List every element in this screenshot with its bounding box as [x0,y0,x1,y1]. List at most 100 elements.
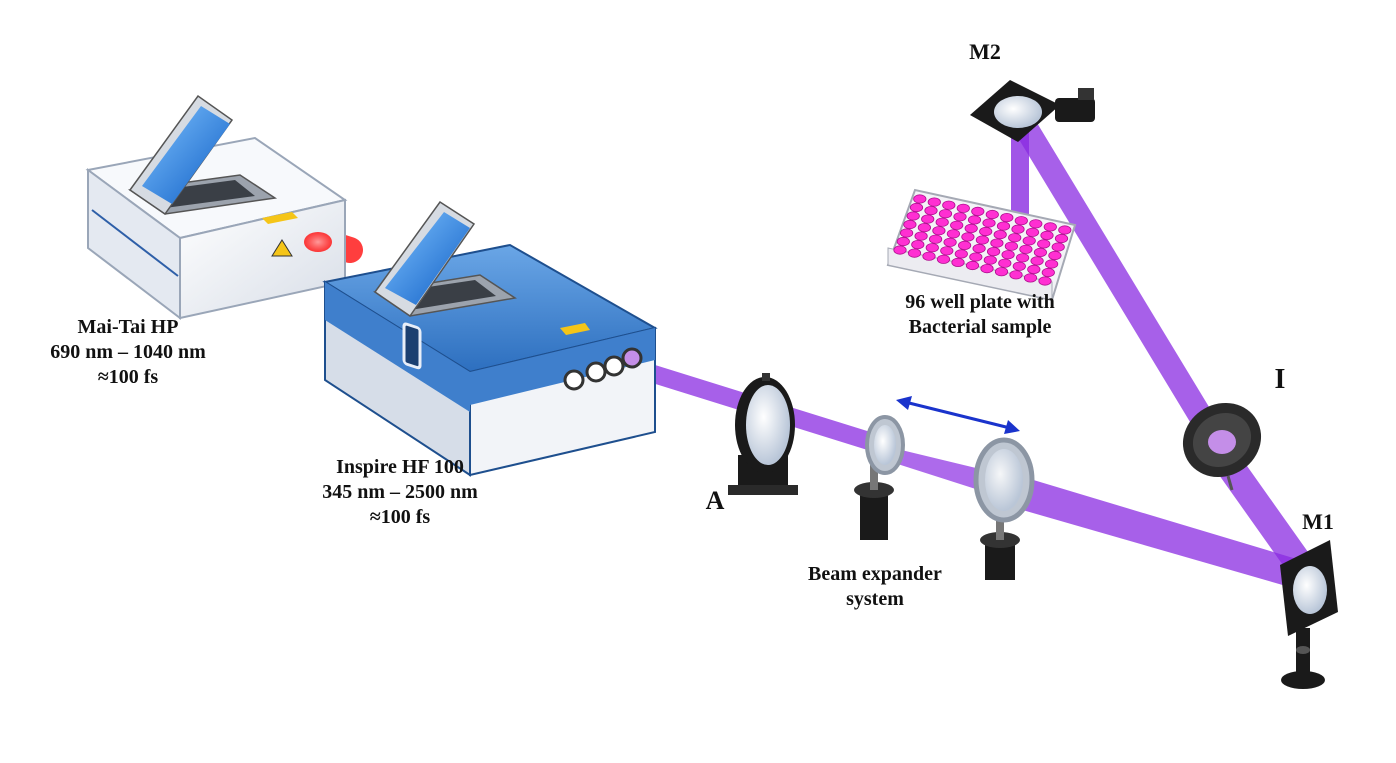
well [942,200,956,210]
inspire-name: Inspire HF 100 [336,456,464,478]
well [928,234,943,244]
well [971,206,985,216]
mai-tai-range: 690 nm – 1040 nm [50,341,206,363]
well [917,223,932,233]
well [1037,239,1051,249]
beam-expander-line2: system [846,588,904,610]
well [924,206,938,216]
aperture-mount [728,373,798,495]
red-aperture [304,232,332,252]
well [1008,233,1022,243]
well [979,226,993,237]
well [1033,247,1048,257]
inspire-range: 345 nm – 2500 nm [322,481,478,503]
mai-tai-pulse: ≈100 fs [97,366,159,388]
well [1048,250,1062,261]
m2-label: M2 [969,39,1001,64]
well [903,219,917,230]
well [893,245,907,255]
laser-warning-icon [271,239,293,257]
well [967,215,982,225]
well [1023,273,1038,283]
mai-tai-label: Mai-Tai HP 690 nm – 1040 nm ≈100 fs [18,315,238,390]
well [925,243,939,253]
m1-label: M1 [1302,509,1334,534]
plate-line2: Bacterial sample [908,316,1052,338]
well [922,251,936,261]
well [953,212,967,222]
well [899,228,914,238]
plate-label: 96 well plate with Bacterial sample [870,290,1090,340]
well [940,246,954,256]
well [1001,250,1015,260]
well [913,194,927,204]
well [1011,224,1025,234]
beam-segment-iris-to-m2 [1009,111,1226,447]
well [975,235,990,245]
beam-segment-to-m1 [1000,470,1300,590]
well-plate [886,188,1077,302]
well [996,221,1011,231]
well [1022,236,1036,246]
well [1040,230,1054,240]
lens-1 [854,415,905,540]
mirror-m1 [1280,540,1338,689]
well [1015,253,1030,263]
well [1000,213,1014,223]
well [936,254,951,264]
yellow-tab-icon [560,323,590,335]
well [985,209,999,220]
well [1004,241,1019,251]
beam-expander-line1: Beam expander [808,563,942,585]
mai-tai-name: Mai-Tai HP [77,316,179,338]
well [1009,270,1023,280]
well [980,263,994,274]
well [1027,264,1041,274]
laptop-icon [127,94,278,216]
well [983,255,997,265]
well [909,202,924,213]
laptop-icon [373,200,518,318]
well [950,220,964,230]
well [946,229,961,239]
well [943,237,957,247]
well [951,257,965,267]
well [1029,219,1043,229]
port-icons [563,347,643,391]
well [990,238,1004,248]
mirror-m2 [970,80,1095,142]
well [1025,227,1040,237]
well [935,217,949,227]
front-window [402,322,422,370]
well [1043,222,1057,232]
iris [1182,402,1262,491]
inspire-oscillator [322,200,658,477]
adjust-double-arrow-icon [896,396,1020,434]
mai-tai-laser [85,94,348,321]
inspire-pulse: ≈100 fs [369,506,431,528]
well [957,240,972,250]
well [986,247,1001,257]
well [1030,256,1044,266]
well [1045,259,1059,269]
plate-line1: 96 well plate with [905,291,1055,313]
wells [893,194,1072,286]
well [911,240,925,250]
aperture-label: A [705,486,725,515]
well [938,209,953,219]
well [964,223,978,233]
well [1058,225,1072,235]
beam-expander-label: Beam expander system [775,562,975,612]
well [1051,242,1065,252]
well [961,232,975,242]
well [972,243,986,254]
well [1041,267,1055,278]
well [1014,216,1028,226]
iris-label: I [1274,364,1286,395]
well [965,260,980,271]
well [1054,233,1069,244]
well [994,267,1009,277]
well [927,197,941,207]
well [993,230,1007,240]
